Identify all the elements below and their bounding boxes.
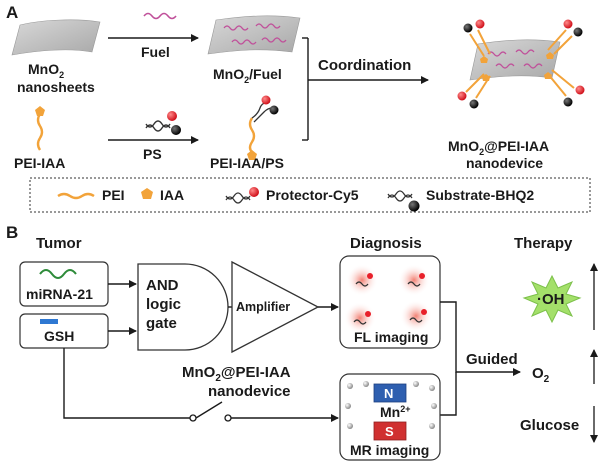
- coordination-label: Coordination: [318, 57, 411, 74]
- amplifier-triangle: [231, 260, 320, 354]
- mr-imaging-label: MR imaging: [350, 442, 429, 458]
- pei-iaa-icon: [35, 106, 45, 151]
- legend-substrate: Substrate-BHQ2: [426, 187, 534, 203]
- glucose-label: Glucose: [520, 417, 579, 434]
- gsh-icon: [40, 319, 58, 324]
- pei-iaa-ps-icon: [247, 95, 279, 160]
- mno2-nanosheet-icon: [11, 19, 101, 56]
- switch-device-label: MnO2@PEI-IAA: [182, 364, 291, 384]
- and-gate-label-3: gate: [146, 315, 177, 332]
- guided-arrow: [440, 301, 521, 376]
- magnet-s-label: S: [385, 424, 394, 439]
- and-gate-label-1: AND: [146, 277, 179, 294]
- mr-imaging-box: [339, 373, 441, 461]
- nanodevice-label: MnO2@PEI-IAA: [448, 138, 549, 157]
- mno2-fuel-label: MnO2/Fuel: [213, 66, 282, 85]
- legend-iaa-icon: [141, 188, 153, 199]
- fuel-label: Fuel: [141, 44, 170, 60]
- nanodevice-label-line2: nanodevice: [466, 155, 543, 171]
- oh-label: ·OH: [537, 291, 565, 308]
- tumor-label: Tumor: [36, 235, 82, 252]
- switch-node-left: [189, 414, 197, 422]
- mirna-label: miRNA-21: [26, 286, 93, 302]
- protector-strand-icon: [145, 111, 181, 135]
- mr-to-guided-line: [440, 372, 457, 416]
- oh-burst-icon: [522, 274, 582, 324]
- magnet-s-icon: [373, 421, 407, 441]
- guided-label: Guided: [466, 351, 518, 368]
- mirna-icon: [39, 269, 77, 279]
- and-gate: [137, 263, 229, 351]
- and-gate-label-2: logic: [146, 296, 181, 313]
- nanosheets-label: nanosheets: [17, 79, 95, 95]
- amplifier-label: Amplifier: [236, 300, 290, 314]
- coordination-bracket: [302, 37, 429, 141]
- legend-box: [29, 177, 591, 213]
- switch-device-label-line2: nanodevice: [208, 383, 291, 400]
- switch-lever: [195, 401, 223, 419]
- diagnosis-label: Diagnosis: [350, 235, 422, 252]
- mn-ions-icon: [345, 381, 437, 429]
- legend-pei: PEI: [102, 187, 125, 203]
- gsh-label: GSH: [44, 328, 74, 344]
- pei-iaa-ps-label: PEI-IAA/PS: [210, 155, 284, 171]
- fl-glow-icons: [344, 264, 432, 334]
- ps-label: PS: [143, 146, 162, 162]
- panel-b-letter: B: [6, 223, 18, 242]
- legend-iaa: IAA: [160, 187, 184, 203]
- therapy-label: Therapy: [514, 235, 573, 252]
- o2-label: O2: [532, 365, 550, 385]
- legend-pei-icon: [57, 192, 95, 200]
- switch-node-right: [224, 414, 232, 422]
- fl-imaging-label: FL imaging: [354, 329, 428, 345]
- legend-substrate-icon: [387, 190, 420, 212]
- panel-a-letter: A: [6, 3, 18, 22]
- mno2-label: MnO2: [28, 61, 64, 80]
- magnet-n-label: N: [384, 386, 393, 401]
- mno2-fuel-sheet-icon: [207, 15, 301, 55]
- pei-iaa-label: PEI-IAA: [14, 155, 65, 171]
- magnet-n-icon: [373, 383, 407, 403]
- fuel-strand-icon: [143, 12, 177, 20]
- nanodevice-icon: [457, 19, 585, 109]
- mn-label: Mn2+: [380, 404, 410, 420]
- legend-protector-icon: [225, 187, 259, 204]
- legend-protector: Protector-Cy5: [266, 187, 359, 203]
- gsh-to-switch-line: [63, 348, 190, 419]
